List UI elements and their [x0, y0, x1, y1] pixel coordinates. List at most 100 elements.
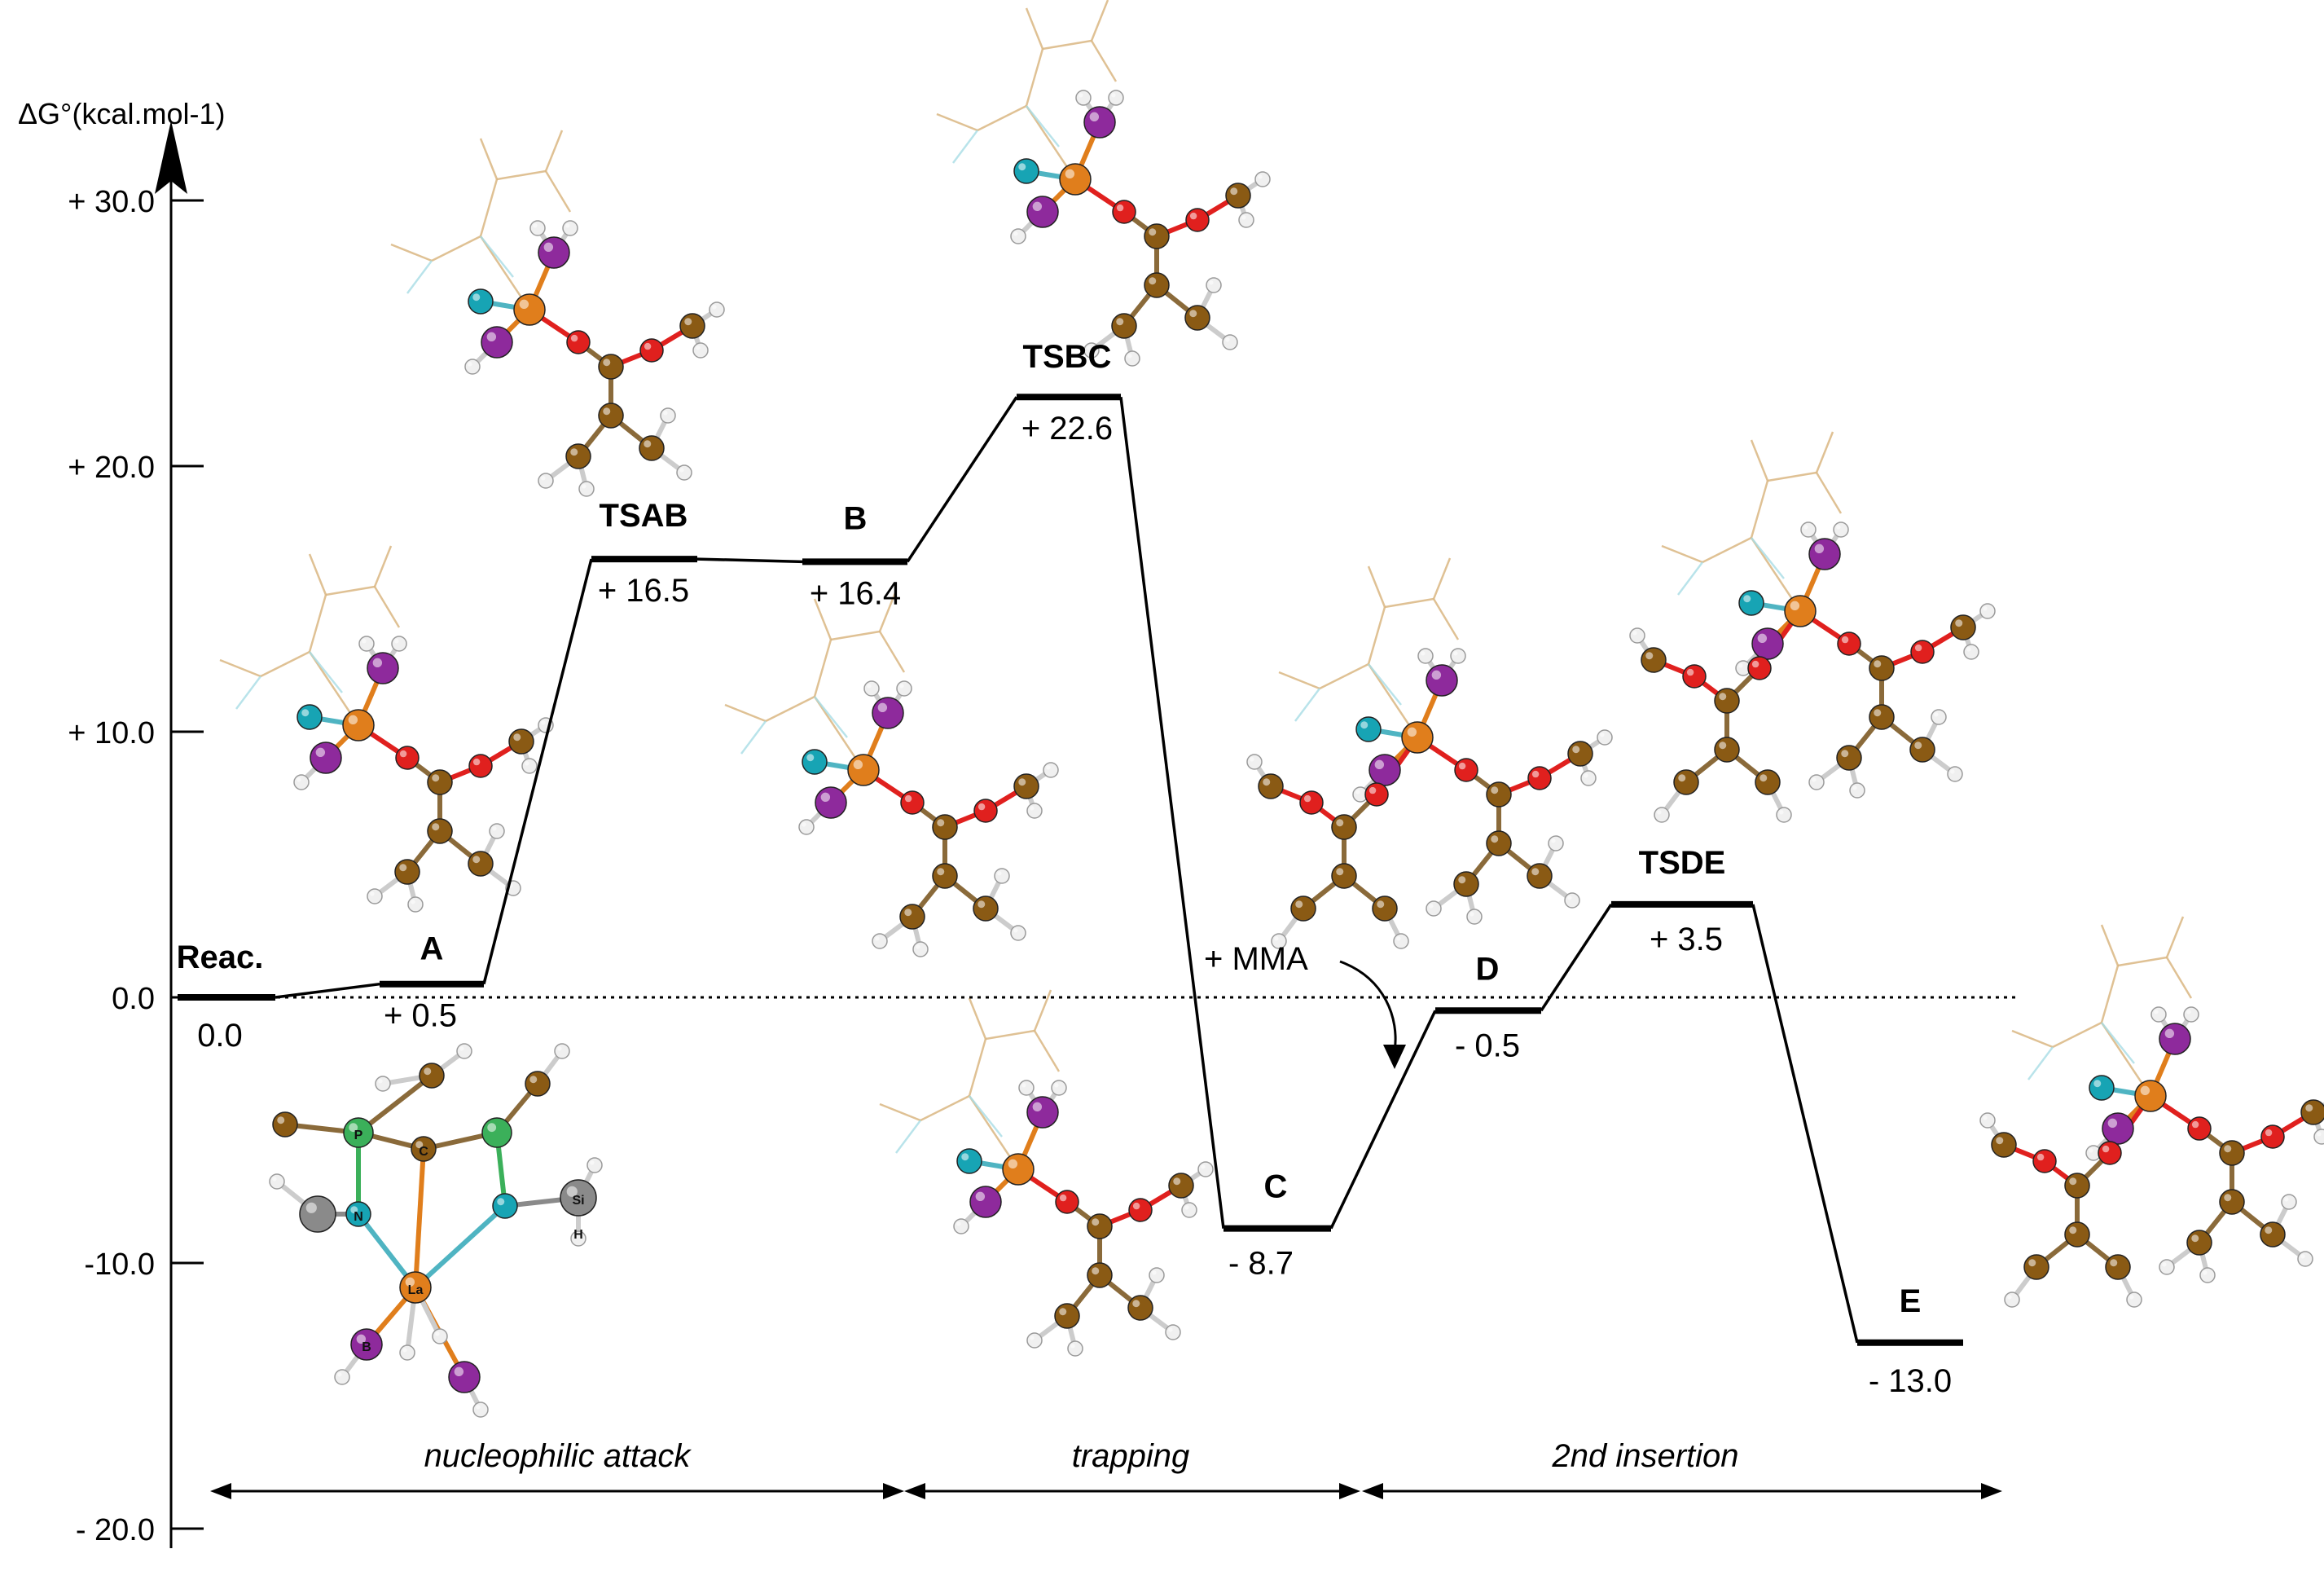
y-tick-label: -10.0 [84, 1248, 155, 1282]
atom-b [481, 326, 513, 359]
structure-tsbc [936, 0, 1271, 367]
ligand-wire [1042, 39, 1092, 51]
atom-h [578, 481, 595, 497]
ligand-wire [2052, 1021, 2102, 1049]
ligand-wire [390, 243, 433, 262]
ligand-wire [878, 590, 898, 632]
atom-highlight [1065, 169, 1075, 179]
atom-highlight [472, 758, 481, 766]
atom-c [1290, 896, 1316, 922]
atom-highlight [454, 1366, 464, 1377]
ligand-wire [544, 170, 572, 213]
region-arrowhead-right [1339, 1483, 1360, 1499]
atom-highlight [1836, 525, 1841, 530]
ligand-wire [985, 1029, 1035, 1041]
atom-o [973, 799, 998, 823]
atom-highlight [1567, 896, 1572, 900]
atom-highlight [1089, 112, 1100, 122]
atom-c [639, 435, 665, 461]
ligand-wire [308, 594, 327, 653]
atom-highlight [529, 1076, 538, 1084]
ligand-wire [814, 696, 848, 738]
atom-h [1548, 835, 1564, 852]
atom-highlight [1127, 354, 1132, 359]
atom-highlight [582, 484, 586, 489]
atom-highlight [2164, 1028, 2175, 1039]
atom-highlight [684, 318, 692, 326]
atom-highlight [1295, 900, 1303, 909]
atom-h [1654, 807, 1670, 823]
level-value-tsde: + 3.5 [1650, 922, 1723, 957]
atom-highlight [1751, 660, 1759, 668]
atom-c [1714, 688, 1740, 714]
atom-highlight [1152, 1270, 1157, 1275]
atom-h [407, 896, 424, 913]
ligand-wire [1025, 48, 1044, 107]
atom-highlight [349, 1123, 358, 1133]
atom-h [1947, 766, 1963, 782]
atom-highlight [2305, 1104, 2313, 1112]
structure-c [879, 989, 1214, 1357]
level-name-reac: Reac. [177, 940, 264, 975]
connector-line [1329, 1010, 1437, 1230]
atom-highlight [2224, 1194, 2232, 1202]
atom-highlight [1852, 786, 1857, 790]
atom-highlight [1241, 215, 1246, 220]
atom-highlight [1374, 759, 1385, 770]
atom-highlight [1030, 806, 1035, 811]
atom-h [1206, 277, 1222, 293]
atom-c [2300, 1099, 2324, 1125]
atom-highlight [1355, 790, 1360, 794]
atom-la [1059, 163, 1092, 196]
structure-tsde [1629, 431, 1996, 823]
ligand-wire [2100, 924, 2120, 966]
atom-highlight [1201, 1164, 1206, 1169]
atom-highlight [492, 826, 497, 831]
atom-highlight [497, 1198, 505, 1206]
atom-h [1849, 782, 1865, 799]
atom-h [1808, 774, 1825, 790]
atom-h [863, 680, 880, 697]
atom-highlight [1032, 1102, 1043, 1112]
atom-highlight [2140, 1085, 2150, 1096]
atom-h [2004, 1292, 2020, 1308]
ligand-wire [1319, 662, 1369, 690]
atom-highlight [1149, 228, 1157, 236]
atom-h [1393, 933, 1409, 949]
atom-c [1111, 313, 1137, 339]
atom-b [1368, 754, 1401, 786]
ligand-wire [1750, 439, 1769, 482]
atom-c [1567, 741, 1593, 767]
atom-b [367, 652, 399, 684]
atom-c [419, 1063, 445, 1089]
atom-h [1833, 521, 1849, 538]
connector-line [275, 982, 380, 999]
region-arrowhead-left [1362, 1483, 1383, 1499]
atom-highlight [1814, 543, 1825, 554]
level-name-e: E [1900, 1283, 1922, 1319]
atom-highlight [1874, 660, 1882, 668]
atom-highlight [415, 1141, 424, 1149]
atom-highlight [1841, 750, 1849, 758]
atom-b [1426, 664, 1458, 697]
atom-highlight [1303, 794, 1311, 803]
atom-o [900, 790, 925, 815]
atom-highlight [1032, 201, 1043, 212]
atom-o [468, 754, 493, 778]
ligand-wire [2165, 957, 2193, 999]
atom-highlight [1368, 786, 1377, 794]
ligand-wire [431, 235, 481, 262]
y-tick-label: + 30.0 [68, 185, 155, 219]
ligand-wire [1432, 598, 1460, 640]
atom-b [1808, 538, 1841, 570]
atom-highlight [1572, 746, 1580, 754]
atom-n [297, 704, 323, 730]
ligand-wire [325, 585, 376, 596]
atom-c [1258, 773, 1284, 799]
atom-highlight [2162, 1262, 2167, 1267]
atom-highlight [1531, 770, 1540, 778]
atom-o [395, 746, 420, 770]
atom-highlight [2007, 1295, 2012, 1300]
ligand-wire [724, 703, 767, 723]
atom-c [932, 814, 958, 840]
